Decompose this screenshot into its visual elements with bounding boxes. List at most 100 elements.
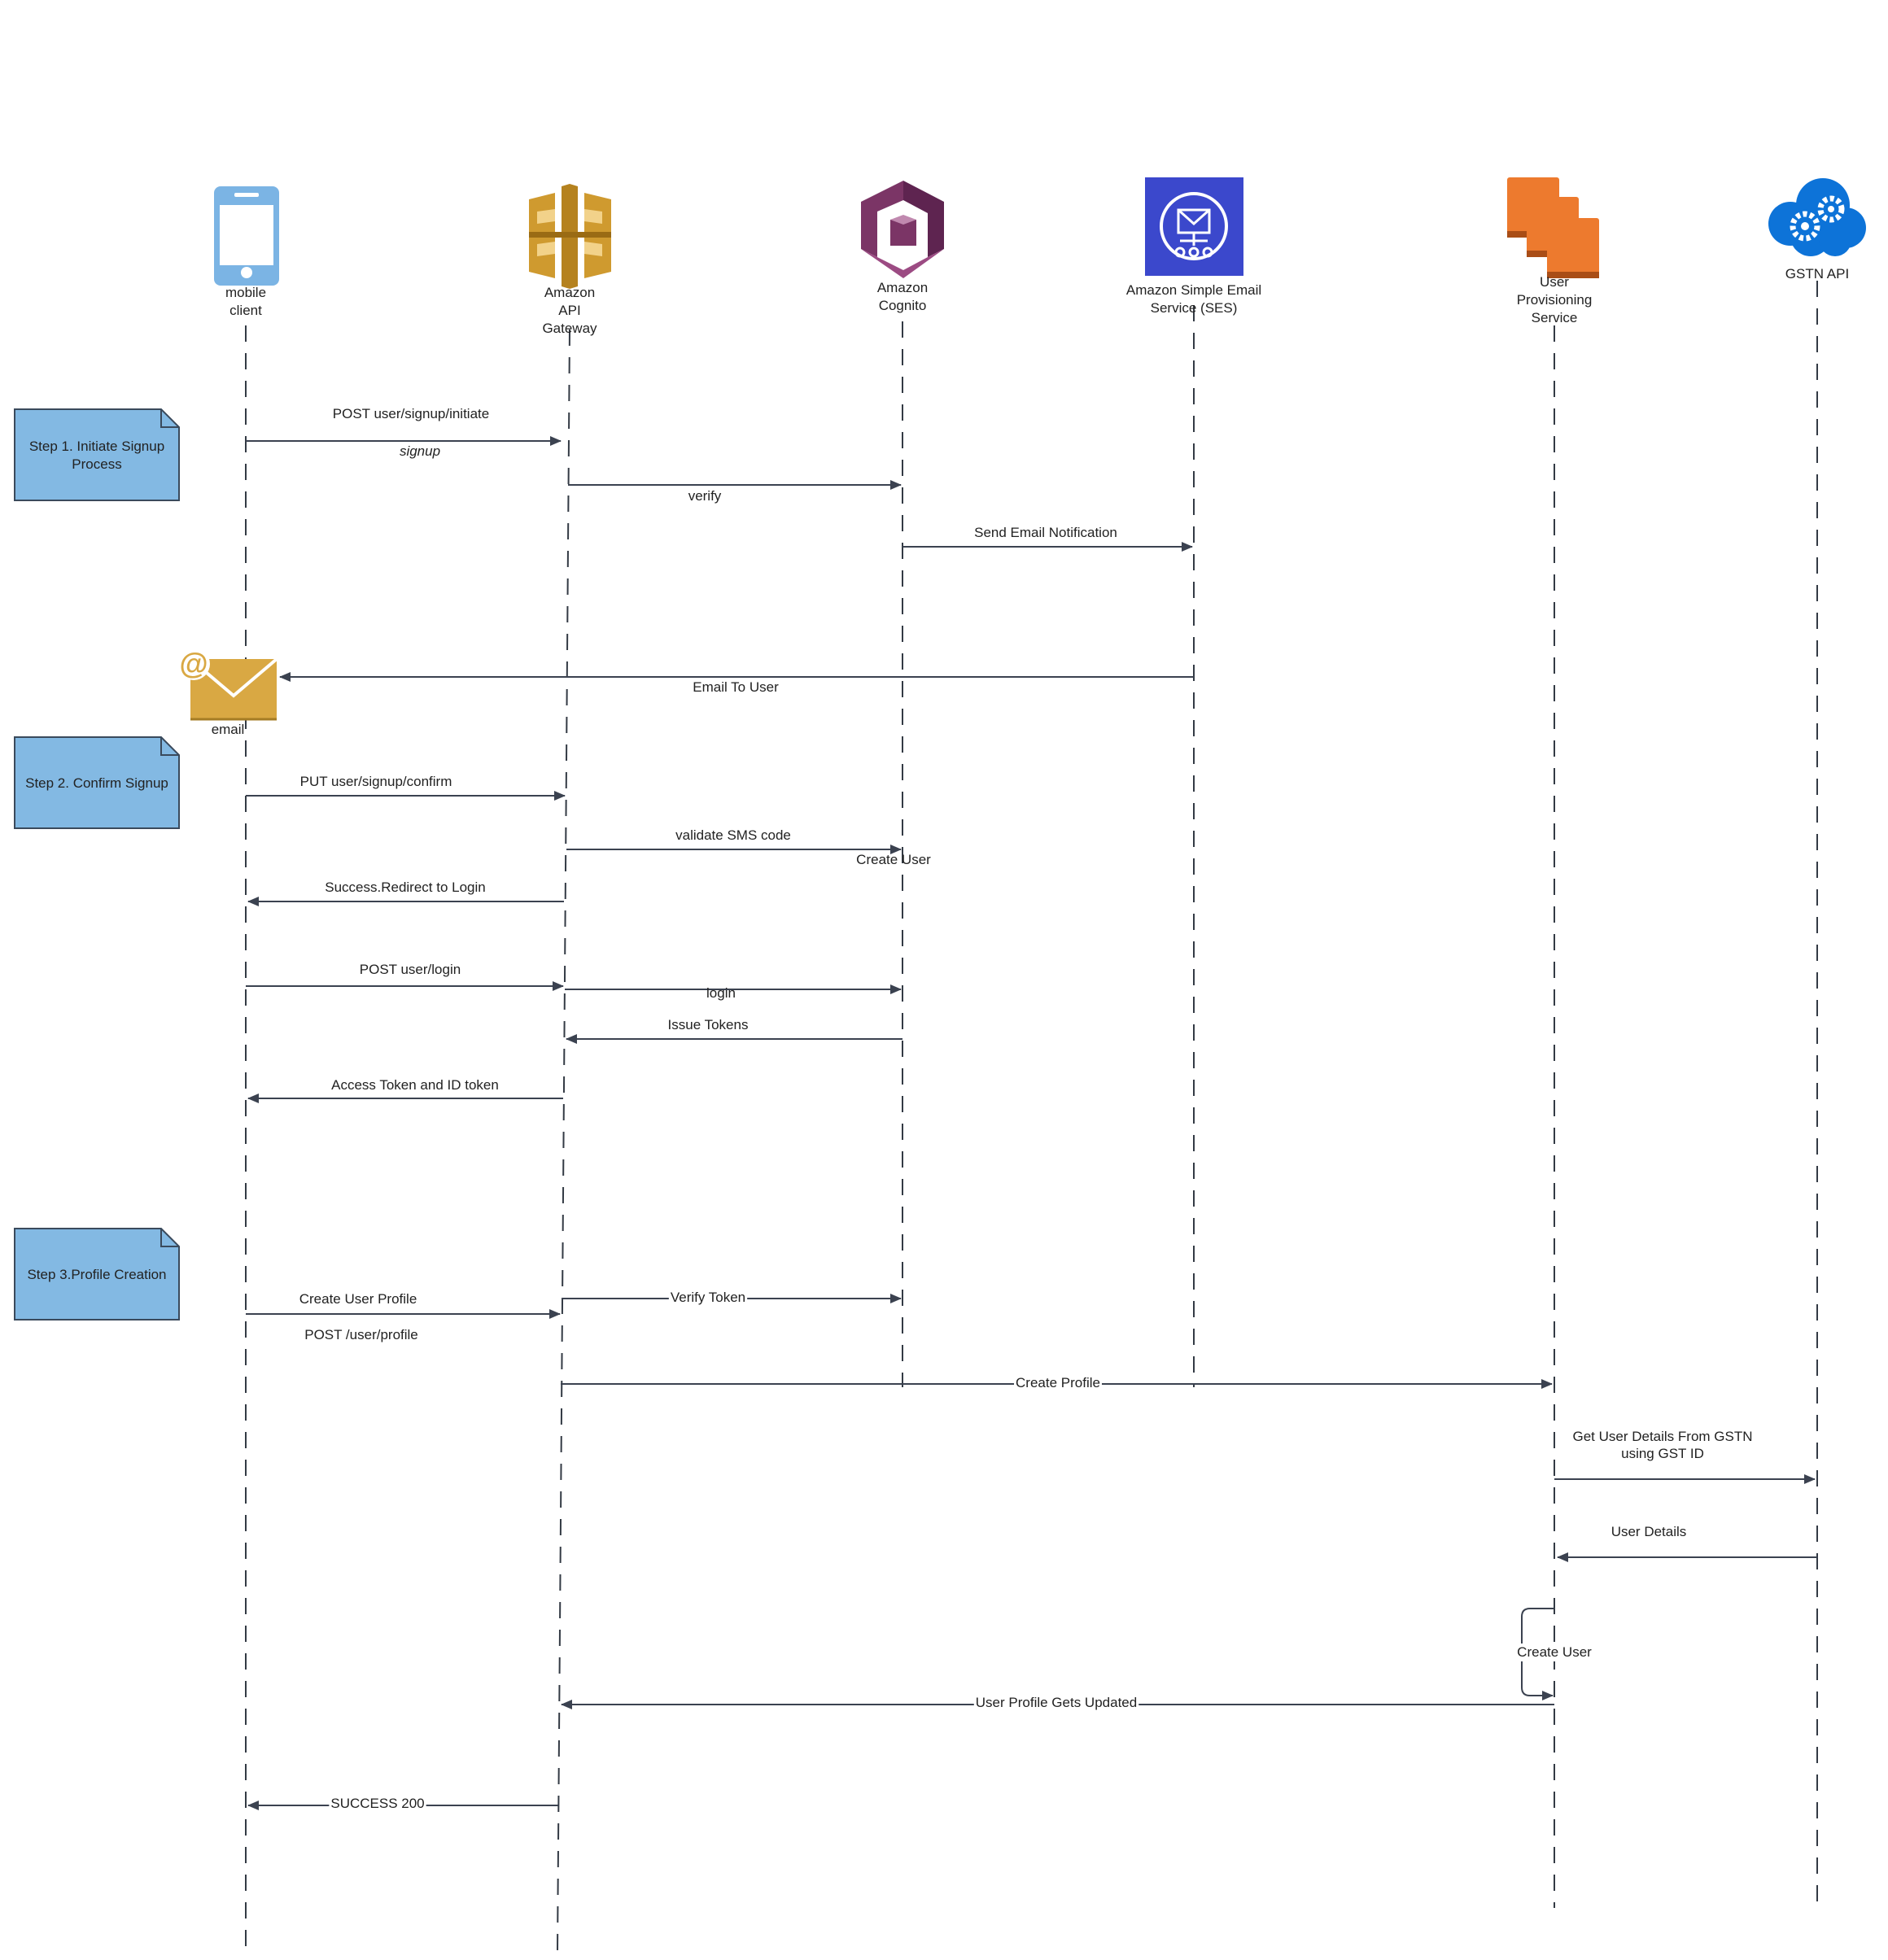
message-label-line: Issue Tokens — [668, 1017, 749, 1032]
message-label-line: Success.Redirect to Login — [325, 880, 486, 895]
message-label: User Details — [1611, 1524, 1687, 1539]
note-text: Step 3.Profile Creation — [27, 1267, 166, 1282]
note-fold — [160, 409, 179, 428]
message-label-line: POST user/signup/initiate — [333, 406, 489, 421]
message-label: Create User Profile — [299, 1291, 417, 1307]
lifelines — [245, 281, 1818, 1953]
message-label: Success.Redirect to Login — [325, 880, 486, 895]
mobile-phone-icon — [214, 186, 279, 286]
message-8: POST user/login — [246, 962, 564, 991]
message-sublabel: signup — [400, 443, 440, 459]
message-label-line: SUCCESS 200 — [330, 1796, 424, 1811]
label-background — [668, 1290, 748, 1305]
message-label-line: Create Profile — [1016, 1375, 1100, 1390]
message-label: Verify Token — [671, 1290, 745, 1305]
message-5: PUT user/signup/confirm — [246, 774, 566, 801]
message-3: Send Email Notification — [902, 525, 1193, 552]
message-2: verify — [568, 480, 902, 504]
note-text-line: Process — [72, 456, 121, 472]
label-background — [973, 1695, 1139, 1710]
message-label-line: Email To User — [693, 679, 779, 695]
message-label: Get User Details From GSTN using GST ID — [1572, 1429, 1752, 1461]
message-label-line: User Details — [1611, 1524, 1687, 1539]
message-label-line: PUT user/signup/confirm — [300, 774, 452, 789]
message-label: verify — [688, 488, 722, 504]
message-1: POST user/signup/initiate signup — [246, 406, 562, 459]
message-14: Create Profile — [561, 1375, 1553, 1390]
message-9: login — [565, 984, 902, 1001]
message-18: User Profile Gets Updated — [561, 1695, 1554, 1710]
message-16: User Details — [1557, 1524, 1817, 1562]
lifeline-api-gateway — [557, 329, 570, 1953]
message-label-line: login — [706, 985, 736, 1001]
message-10: Issue Tokens — [566, 1017, 902, 1044]
message-label: login — [706, 985, 736, 1001]
note-text-line: Step 3.Profile Creation — [27, 1267, 166, 1282]
message-label: User Profile Gets Updated — [976, 1695, 1137, 1710]
message-label-line: Create User — [1517, 1644, 1592, 1660]
participant-label-line: Amazon Simple Email — [1126, 282, 1261, 298]
email-envelope-icon: @ — [177, 647, 278, 721]
participant-label-line: Cognito — [879, 298, 927, 313]
message-label: SUCCESS 200 — [330, 1796, 424, 1811]
cloud-gears-icon — [1768, 178, 1866, 256]
note-shape — [14, 408, 180, 501]
message-4: Email To User — [279, 672, 1194, 695]
note-fold — [160, 1229, 179, 1247]
api-gateway-icon — [529, 184, 611, 289]
svg-text:@: @ — [179, 647, 208, 680]
message-label: Create User — [1517, 1644, 1592, 1660]
message-17: Create User — [1512, 1608, 1597, 1700]
message-label: PUT user/signup/confirm — [300, 774, 452, 789]
message-label-line: Get User Details From GSTN — [1572, 1429, 1752, 1444]
message-label: Issue Tokens — [668, 1017, 749, 1032]
message-label: Send Email Notification — [974, 525, 1117, 540]
participant-label-line: User — [1540, 274, 1569, 290]
cognito-icon — [861, 181, 944, 278]
participant-label-line: Provisioning — [1517, 292, 1593, 308]
message-label-line: using GST ID — [1621, 1446, 1704, 1461]
participant-label-gstn: GSTN API — [1785, 266, 1849, 282]
message-7: Success.Redirect to Login — [247, 880, 564, 906]
message-sublabel: POST /user/profile — [304, 1327, 418, 1342]
message-15: Get User Details From GSTN using GST ID — [1554, 1429, 1816, 1484]
step-note-3: Step 3.Profile Creation — [14, 1228, 180, 1320]
note-shape — [14, 1228, 180, 1320]
label-background — [1014, 1375, 1102, 1390]
messages: POST user/signup/initiate signup verifySen… — [246, 406, 1817, 1811]
note-fold — [160, 737, 179, 756]
participant-label-line: Amazon — [877, 280, 928, 295]
message-label-line: Send Email Notification — [974, 525, 1117, 540]
label-background — [1512, 1644, 1597, 1661]
note-text-line: Step 2. Confirm Signup — [25, 775, 168, 791]
message-label: Create Profile — [1016, 1375, 1100, 1390]
message-label-line: Access Token and ID token — [331, 1077, 499, 1093]
participant-label-line: mobile — [225, 285, 266, 300]
participant-label-line: Gateway — [542, 321, 597, 336]
message-label: POST user/login — [360, 962, 461, 977]
message-sublabel: Create User — [856, 852, 931, 867]
message-label-line: User Profile Gets Updated — [976, 1695, 1137, 1710]
participant-label-line: Service (SES) — [1151, 300, 1238, 316]
participant-label-line: API — [558, 303, 580, 318]
participant-label-line: Service — [1532, 310, 1578, 325]
message-label: validate SMS code — [675, 827, 791, 843]
email-label: email — [212, 722, 245, 737]
note-shape — [14, 736, 180, 829]
label-background — [329, 1796, 426, 1811]
message-label-line: POST user/login — [360, 962, 461, 977]
step-note-2: Step 2. Confirm Signup — [14, 736, 180, 829]
message-label: Access Token and ID token — [331, 1077, 499, 1093]
message-label-line: Verify Token — [671, 1290, 745, 1305]
